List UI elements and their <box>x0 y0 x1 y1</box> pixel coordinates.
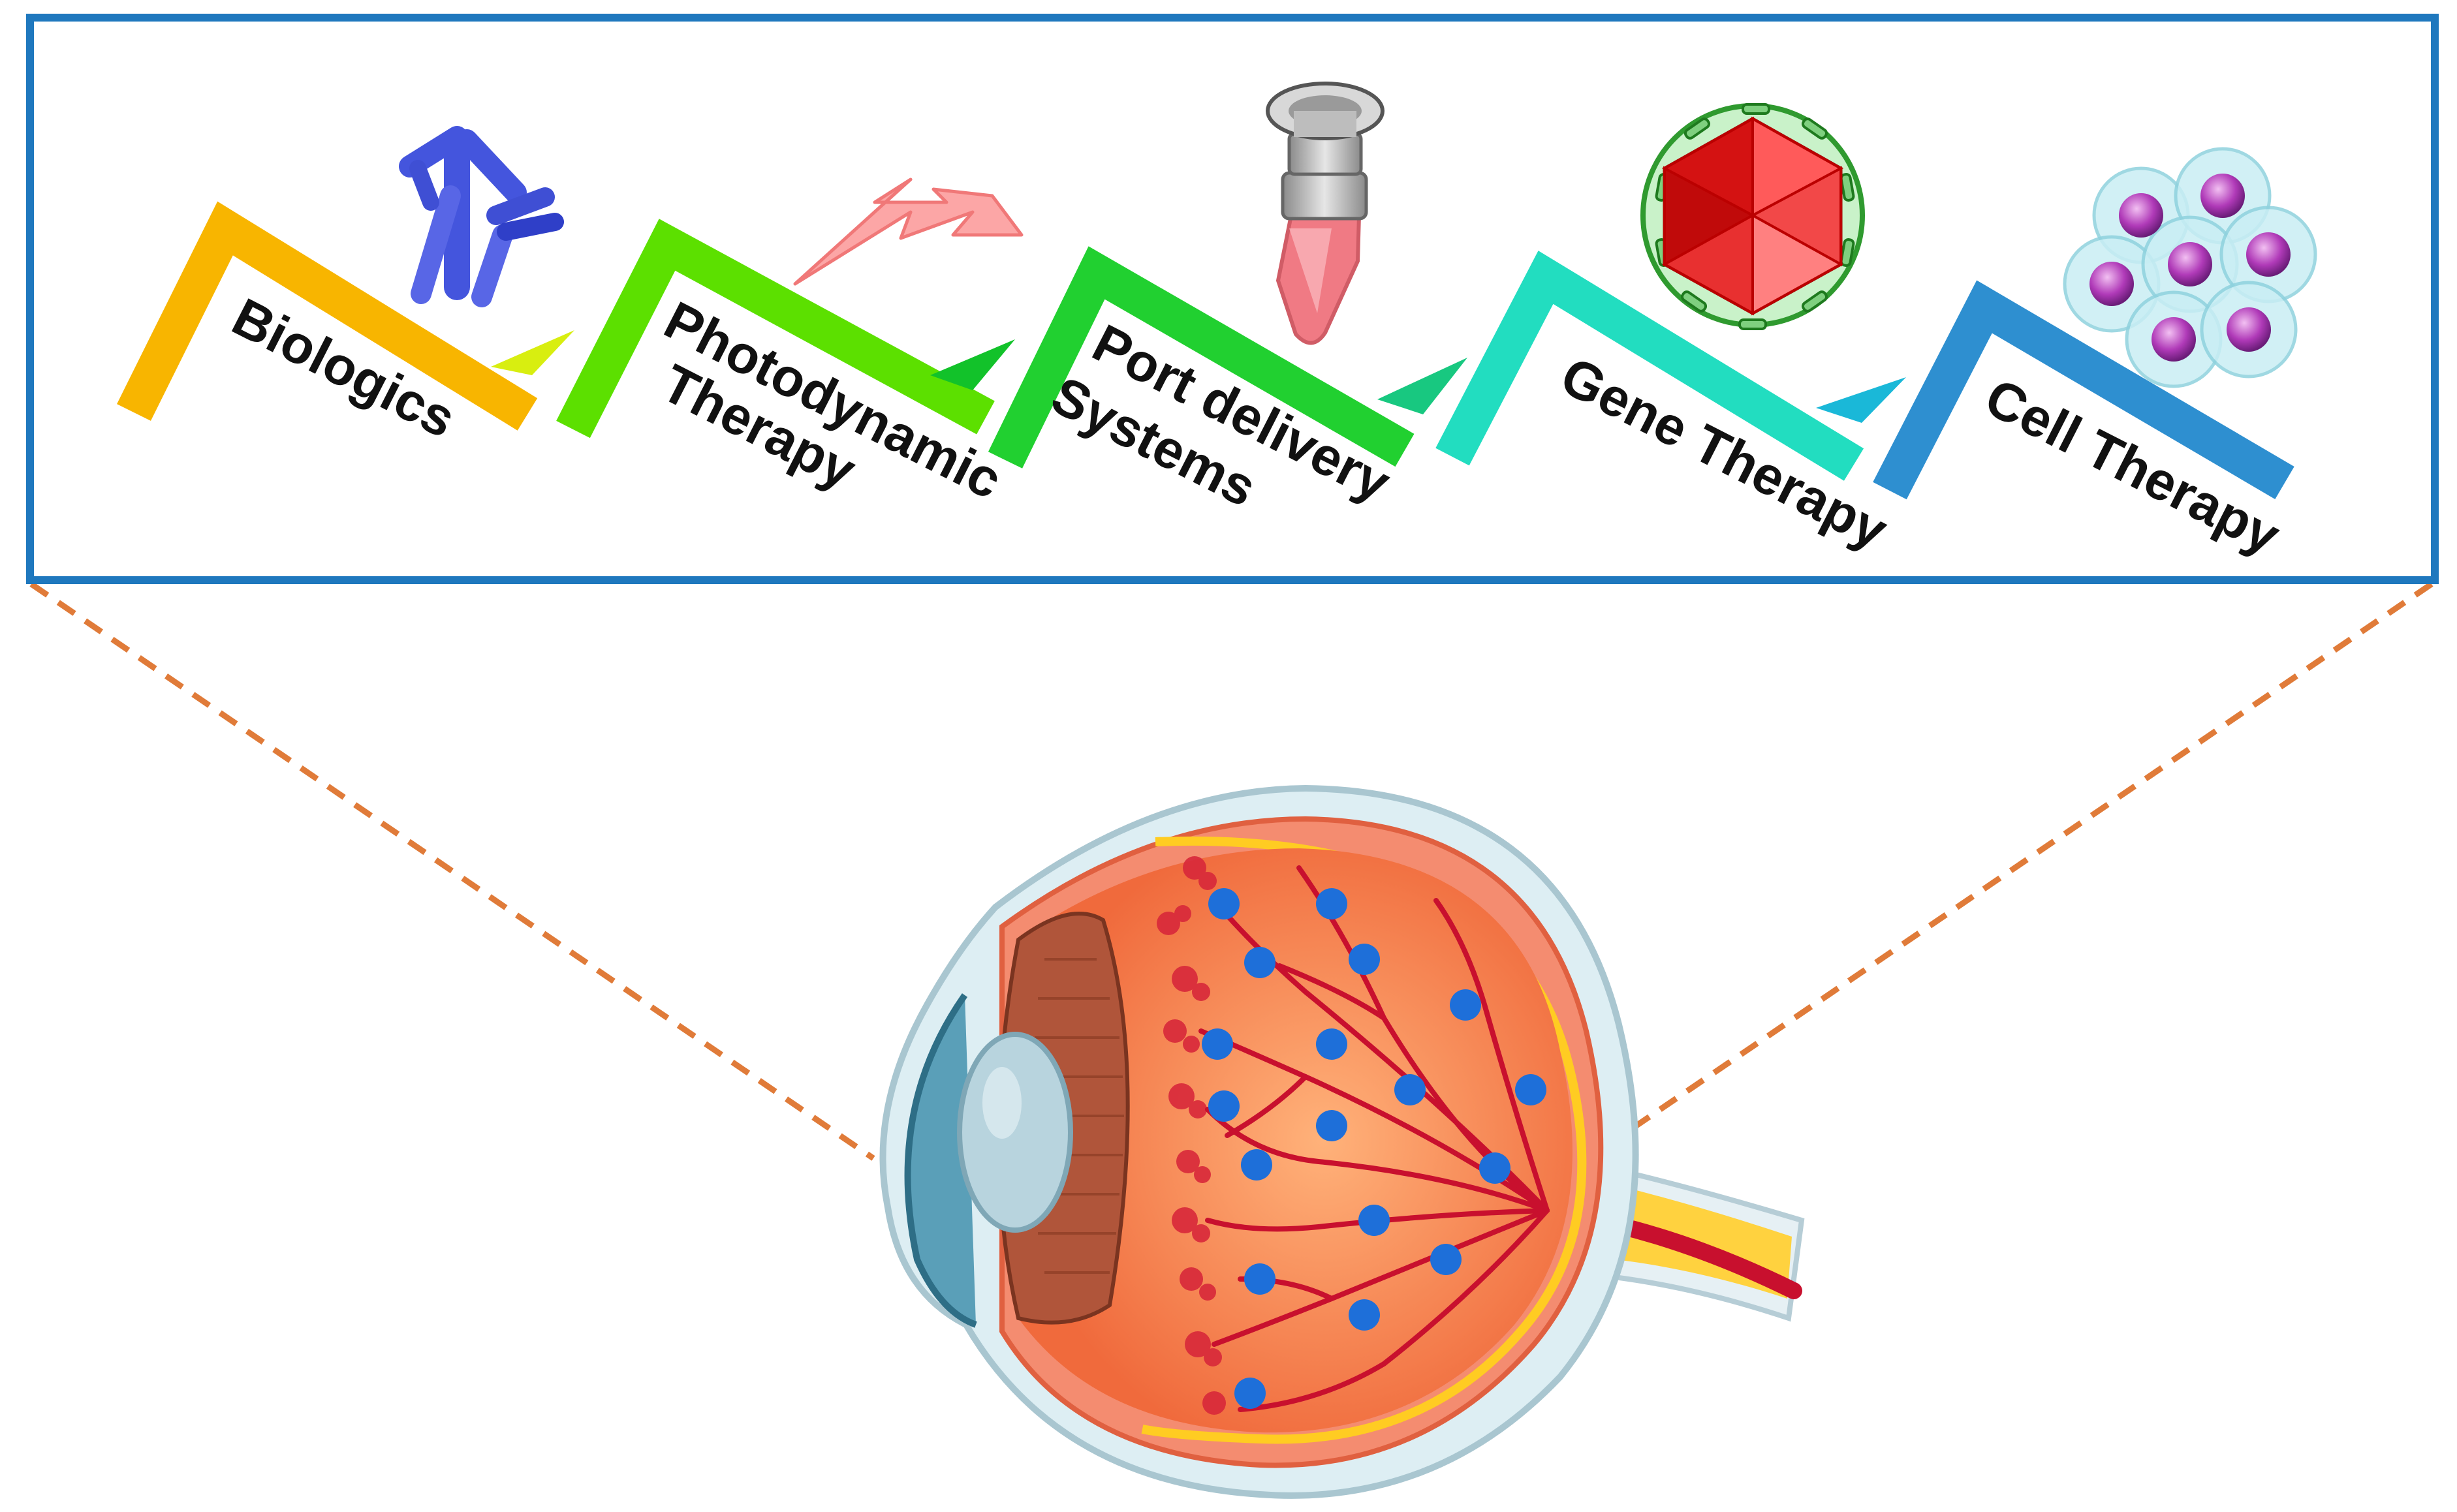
step-bracket <box>117 201 538 431</box>
blue-marker <box>1244 1263 1275 1295</box>
cell-nucleus <box>2246 232 2291 277</box>
cell-nucleus <box>2152 317 2196 362</box>
blue-marker <box>1316 888 1347 919</box>
blue-marker <box>1394 1074 1426 1105</box>
blue-marker <box>1450 989 1481 1021</box>
step-bracket <box>988 246 1415 469</box>
cell-cluster-icon <box>2063 147 2317 388</box>
blue-marker <box>1208 1090 1240 1122</box>
blue-marker <box>1234 1378 1266 1409</box>
blue-marker <box>1358 1205 1390 1236</box>
blue-marker <box>1349 944 1380 975</box>
step-arrow <box>1377 358 1467 414</box>
blue-marker <box>1349 1299 1380 1331</box>
connector-line-right <box>1596 581 2434 1154</box>
cell-nucleus <box>2227 307 2271 352</box>
blue-marker <box>1316 1028 1347 1060</box>
blue-markers <box>1202 888 1546 1409</box>
eye-cross-section-icon <box>879 784 1805 1499</box>
light-bolt-icon <box>793 177 1024 286</box>
therapies-panel <box>26 14 2439 584</box>
tube-implant-icon <box>1266 82 1385 345</box>
blue-marker <box>1316 1110 1347 1141</box>
step-bracket <box>556 219 995 439</box>
step-bracket <box>1873 280 2294 500</box>
cell-nucleus <box>2168 242 2212 286</box>
blue-marker <box>1244 947 1275 978</box>
cell-nucleus <box>2119 193 2163 238</box>
step-bracket <box>1435 251 1864 481</box>
blue-marker <box>1241 1149 1272 1180</box>
step-arrow <box>930 339 1015 390</box>
antibody-icon <box>399 126 564 307</box>
step-arrow <box>1816 377 1906 423</box>
virus-capsid-icon <box>1640 103 1865 330</box>
blue-marker <box>1515 1074 1546 1105</box>
cell-nucleus <box>2200 174 2245 218</box>
connector-line-left <box>29 581 875 1161</box>
blue-marker <box>1208 888 1240 919</box>
cell-nucleus <box>2089 262 2134 306</box>
lens <box>957 1032 1073 1233</box>
step-arrow <box>491 330 574 375</box>
blue-marker <box>1430 1244 1462 1275</box>
blue-marker <box>1202 1028 1233 1060</box>
blue-marker <box>1479 1152 1510 1184</box>
